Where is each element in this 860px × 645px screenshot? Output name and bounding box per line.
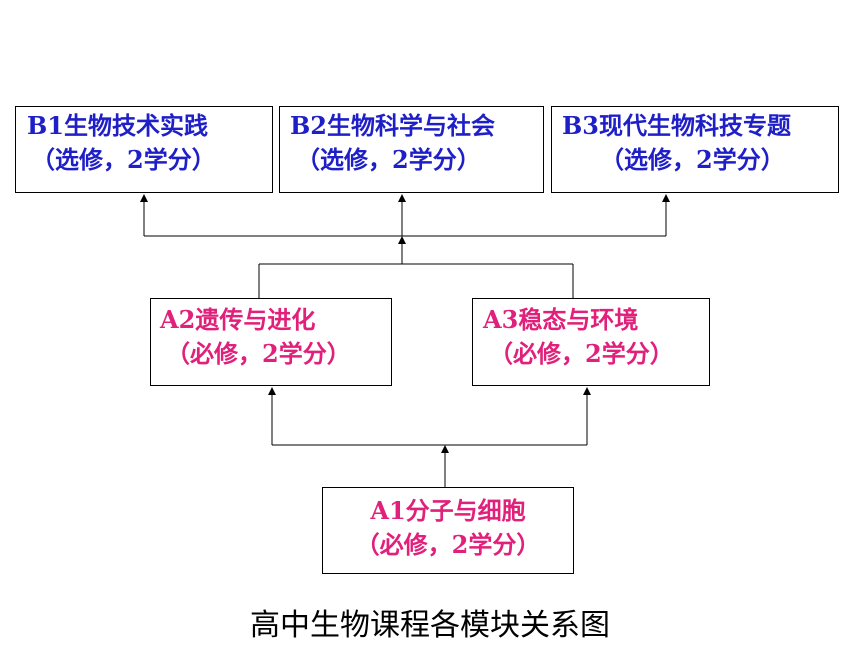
module-b2-subtitle: （选修，2学分） (296, 145, 481, 174)
module-b3-subtitle: （选修，2学分） (600, 145, 785, 174)
module-a2-box: A2遗传与进化 （必修，2学分） (150, 298, 392, 386)
module-b1-subtitle: （选修，2学分） (31, 145, 216, 174)
edge-to-b2-arrowhead (398, 194, 406, 202)
edge-merge-arrowhead (398, 236, 406, 244)
module-a2-title: A2遗传与进化 (160, 305, 316, 334)
module-a3-box: A3稳态与环境 （必修，2学分） (472, 298, 710, 386)
edge-to-b3-arrowhead (662, 194, 670, 202)
diagram-caption: 高中生物课程各模块关系图 (250, 608, 610, 643)
module-b3-box: B3现代生物科技专题 （选修，2学分） (551, 106, 839, 193)
module-a1-box: A1分子与细胞 （必修，2学分） (322, 487, 574, 574)
edge-to-a3-arrowhead (583, 387, 591, 395)
module-b2-box: B2生物科学与社会 （选修，2学分） (279, 106, 544, 193)
module-a1-title: A1分子与细胞 (370, 496, 526, 525)
module-a1-subtitle: （必修，2学分） (355, 530, 541, 559)
module-b1-box: B1生物技术实践 （选修，2学分） (15, 106, 273, 193)
module-b1-title: B1生物技术实践 (27, 111, 208, 140)
edge-to-b1-arrowhead (140, 194, 148, 202)
module-b2-title: B2生物科学与社会 (290, 111, 495, 140)
module-a3-title: A3稳态与环境 (483, 305, 639, 334)
edge-to-a2-arrowhead (268, 387, 276, 395)
module-a3-subtitle: （必修，2学分） (489, 339, 674, 368)
module-a2-subtitle: （必修，2学分） (166, 339, 351, 368)
module-b3-title: B3现代生物科技专题 (562, 111, 791, 140)
edge-a1-arrowhead (441, 445, 449, 453)
